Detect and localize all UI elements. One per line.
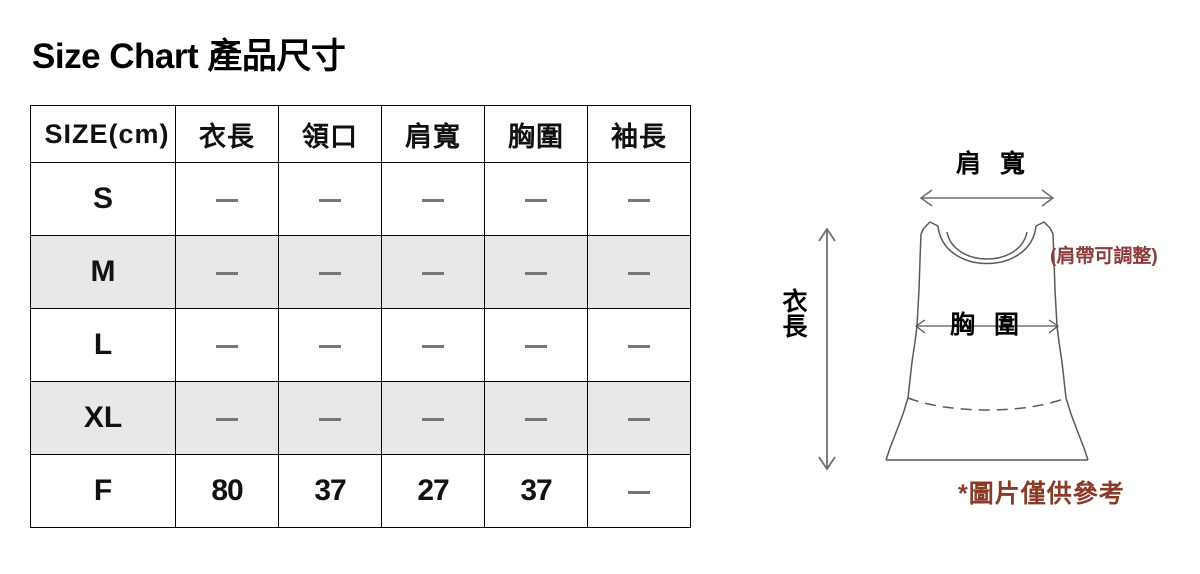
body-length-arrow (818, 227, 836, 471)
size-chart-table-container: SIZE(cm) 衣長 領口 肩寬 胸圍 袖長 S M (30, 105, 691, 528)
cell-shoulder-width (381, 308, 485, 382)
table-body: S M L (30, 162, 691, 528)
row-size-label: S (30, 162, 176, 236)
garment-measurement-diagram: 肩 寬 胸 圍 衣 長 (肩帶可調整) *圖片僅供參考 (740, 130, 1200, 560)
bust-measure-line (914, 319, 1060, 334)
table-row: XL (30, 381, 691, 455)
cell-bust (484, 308, 588, 382)
cell-neckline (278, 162, 382, 236)
waist-dashed-line (907, 397, 1067, 411)
size-chart-table: SIZE(cm) 衣長 領口 肩寬 胸圍 袖長 S M (30, 105, 691, 528)
body-length-label: 衣 長 (780, 290, 810, 340)
dash-mark (319, 417, 341, 421)
shoulder-width-label: 肩 寬 (956, 150, 1031, 178)
dash-mark (628, 344, 650, 348)
column-header-neckline: 領口 (278, 105, 382, 163)
dash-mark (525, 344, 547, 348)
cell-neckline (278, 381, 382, 455)
row-size-label: F (30, 454, 176, 528)
dash-mark (216, 417, 238, 421)
dash-mark (216, 271, 238, 275)
table-row: M (30, 235, 691, 309)
dash-mark (628, 417, 650, 421)
cell-sleeve-length (587, 162, 691, 236)
dash-mark (628, 198, 650, 202)
table-row: S (30, 162, 691, 236)
cell-shoulder-width (381, 381, 485, 455)
table-row: L (30, 308, 691, 382)
dash-mark (525, 271, 547, 275)
cell-shoulder-width (381, 162, 485, 236)
cell-neckline (278, 308, 382, 382)
row-size-label: M (30, 235, 176, 309)
cell-body-length (175, 381, 279, 455)
cell-body-length (175, 235, 279, 309)
dash-mark (525, 417, 547, 421)
dash-mark (422, 417, 444, 421)
cell-body-length (175, 162, 279, 236)
dash-mark (628, 490, 650, 494)
tank-top-outline (885, 221, 1089, 461)
cell-neckline (278, 235, 382, 309)
cell-sleeve-length (587, 381, 691, 455)
table-header-row: SIZE(cm) 衣長 領口 肩寬 胸圍 袖長 (30, 105, 691, 163)
row-size-label: XL (30, 381, 176, 455)
cell-body-length: 80 (175, 454, 279, 528)
table-header: SIZE(cm) 衣長 領口 肩寬 胸圍 袖長 (30, 105, 691, 163)
cell-sleeve-length (587, 454, 691, 528)
column-header-body-length: 衣長 (175, 105, 279, 163)
cell-bust (484, 162, 588, 236)
dash-mark (319, 344, 341, 348)
column-header-shoulder-width: 肩寬 (381, 105, 485, 163)
dash-mark (422, 198, 444, 202)
reference-only-note: *圖片僅供參考 (958, 480, 1125, 508)
dash-mark (628, 271, 650, 275)
cell-shoulder-width: 27 (381, 454, 485, 528)
cell-sleeve-length (587, 235, 691, 309)
cell-body-length (175, 308, 279, 382)
row-size-label: L (30, 308, 176, 382)
dash-mark (422, 344, 444, 348)
body-length-label-char1: 衣 (782, 288, 808, 316)
column-header-size: SIZE(cm) (30, 105, 176, 163)
column-header-sleeve-length: 袖長 (587, 105, 691, 163)
cell-neckline: 37 (278, 454, 382, 528)
cell-bust (484, 381, 588, 455)
cell-sleeve-length (587, 308, 691, 382)
dash-mark (319, 271, 341, 275)
adjustable-strap-note: (肩帶可調整) (1050, 246, 1158, 267)
cell-shoulder-width (381, 235, 485, 309)
dash-mark (319, 198, 341, 202)
garment-illustration-svg (818, 189, 1089, 471)
table-row: F 80 37 27 37 (30, 454, 691, 528)
dash-mark (525, 198, 547, 202)
column-header-bust: 胸圍 (484, 105, 588, 163)
dash-mark (216, 198, 238, 202)
dash-mark (216, 344, 238, 348)
cell-bust (484, 235, 588, 309)
cell-bust: 37 (484, 454, 588, 528)
body-length-label-char2: 長 (782, 313, 808, 341)
page-title: Size Chart 產品尺寸 (32, 37, 346, 76)
dash-mark (422, 271, 444, 275)
bust-label: 胸 圍 (950, 311, 1025, 339)
shoulder-width-arrow (919, 189, 1055, 207)
